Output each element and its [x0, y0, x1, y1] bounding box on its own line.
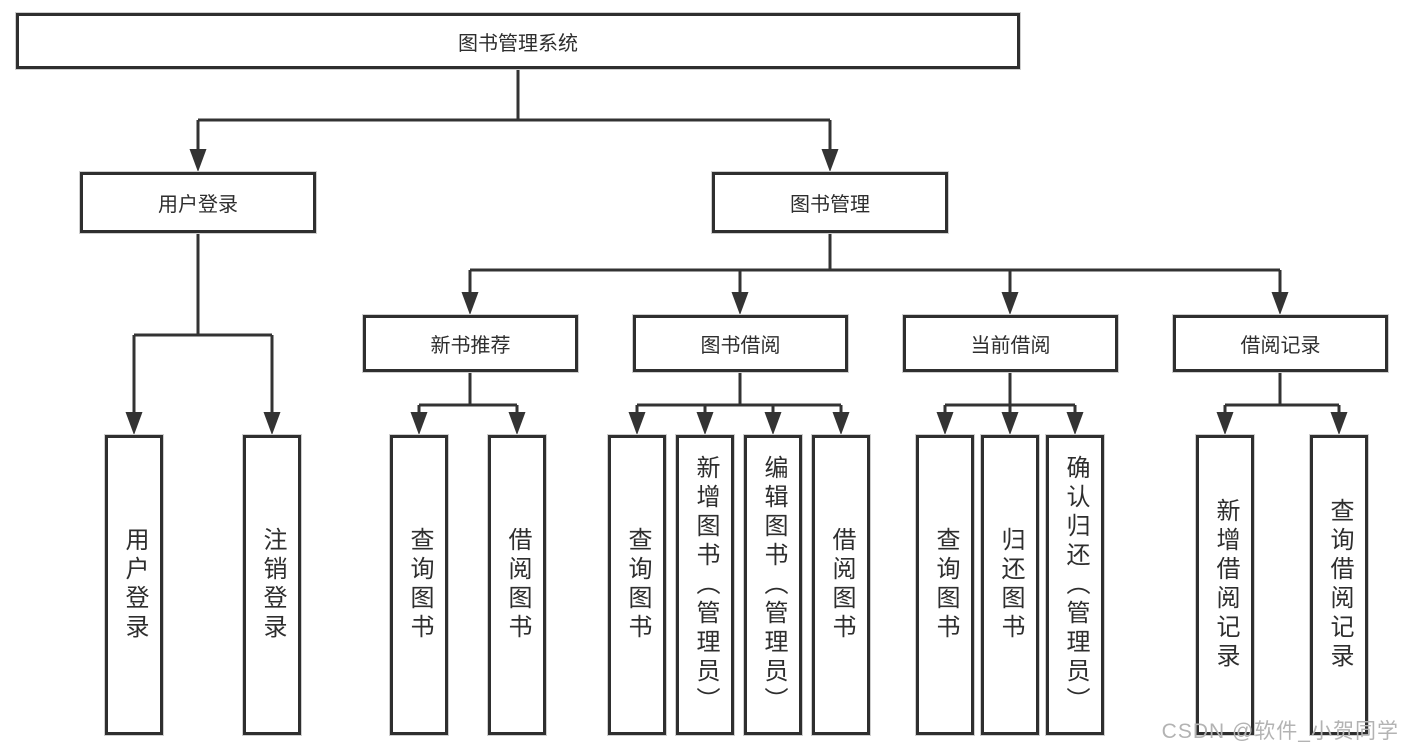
leaf-user-login-label: 用户登录	[121, 527, 148, 643]
leaf-user-login: 用户登录	[105, 435, 163, 735]
leaf-query-books-borrowing: 查询图书	[608, 435, 666, 735]
leaf-return-books-label: 归还图书	[997, 527, 1024, 643]
node-user-login: 用户登录	[80, 172, 316, 233]
leaf-query-books-recommend: 查询图书	[390, 435, 448, 735]
leaf-borrow-books-label: 借阅图书	[828, 527, 855, 643]
csdn-watermark: CSDN @软件_小贺同学	[1161, 720, 1399, 743]
node-book-management: 图书管理	[712, 172, 948, 233]
leaf-confirm-return-admin-label: 确认归还（管理员）	[1062, 454, 1089, 716]
node-library-system-label: 图书管理系统	[458, 32, 578, 55]
leaf-add-borrow-record-label: 新增借阅记录	[1212, 498, 1239, 672]
leaf-add-books-admin: 新增图书（管理员）	[676, 435, 734, 735]
leaf-edit-books-admin-label: 编辑图书（管理员）	[760, 454, 787, 716]
node-current-borrowing: 当前借阅	[903, 315, 1118, 372]
leaf-query-books-recommend-label: 查询图书	[406, 527, 433, 643]
leaf-add-borrow-record: 新增借阅记录	[1196, 435, 1254, 735]
leaf-query-books-current-label: 查询图书	[932, 527, 959, 643]
node-borrow-records: 借阅记录	[1173, 315, 1388, 372]
leaf-borrow-books-recommend-label: 借阅图书	[504, 527, 531, 643]
node-book-borrowing-label: 图书借阅	[700, 335, 781, 357]
node-book-management-label: 图书管理	[790, 194, 870, 216]
node-new-book-recommend: 新书推荐	[363, 315, 578, 372]
leaf-query-books-borrowing-label: 查询图书	[624, 527, 651, 643]
leaf-confirm-return-admin: 确认归还（管理员）	[1046, 435, 1104, 735]
node-book-borrowing: 图书借阅	[633, 315, 848, 372]
node-new-book-recommend-label: 新书推荐	[430, 335, 511, 357]
node-user-login-label: 用户登录	[158, 194, 238, 216]
leaf-logout: 注销登录	[243, 435, 301, 735]
leaf-logout-label: 注销登录	[259, 527, 286, 643]
leaf-query-borrow-record: 查询借阅记录	[1310, 435, 1368, 735]
leaf-borrow-books-recommend: 借阅图书	[488, 435, 546, 735]
leaf-query-borrow-record-label: 查询借阅记录	[1326, 498, 1353, 672]
leaf-query-books-current: 查询图书	[916, 435, 974, 735]
node-borrow-records-label: 借阅记录	[1240, 335, 1321, 357]
leaf-return-books: 归还图书	[981, 435, 1039, 735]
leaf-edit-books-admin: 编辑图书（管理员）	[744, 435, 802, 735]
leaf-borrow-books: 借阅图书	[812, 435, 870, 735]
leaf-add-books-admin-label: 新增图书（管理员）	[692, 454, 719, 716]
node-library-system: 图书管理系统	[16, 13, 1020, 69]
node-current-borrowing-label: 当前借阅	[970, 335, 1051, 357]
